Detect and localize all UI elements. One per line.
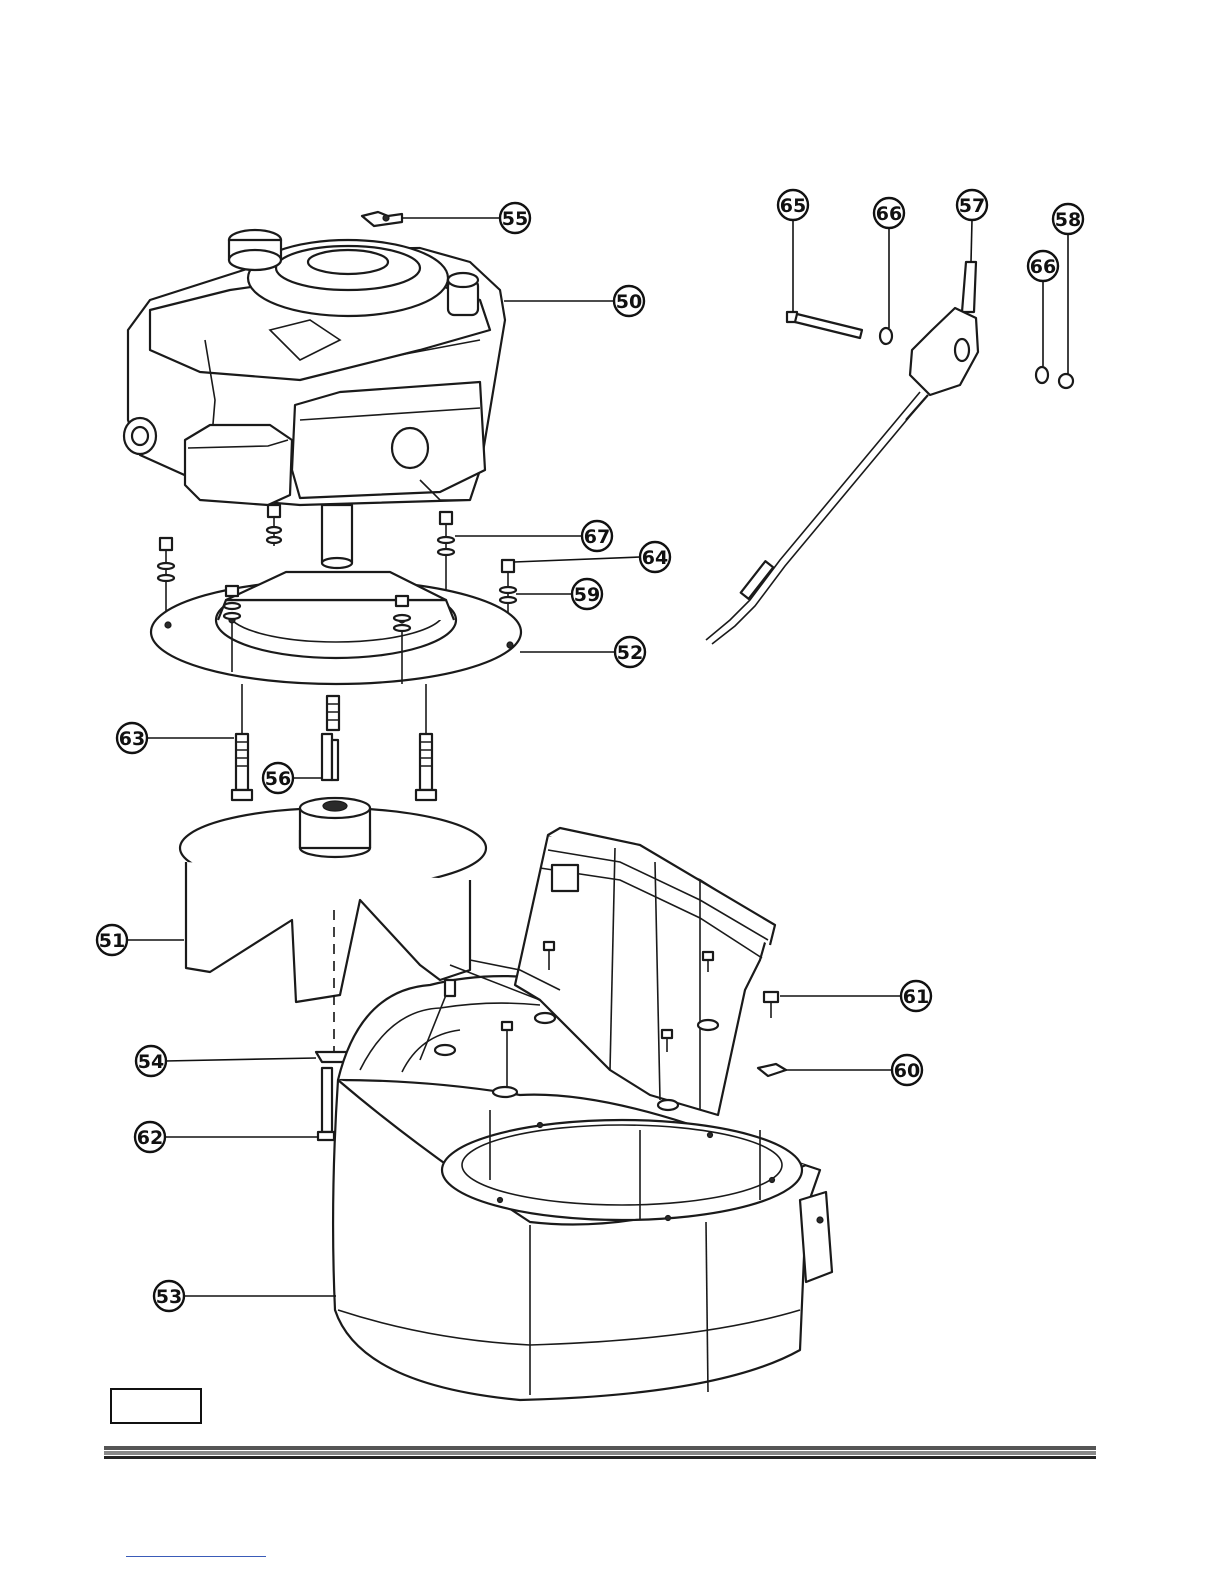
svg-text:66: 66: [1030, 256, 1056, 278]
svg-text:60: 60: [894, 1060, 920, 1082]
callout-67: 67: [582, 521, 612, 551]
callout-60: 60: [892, 1055, 922, 1085]
svg-text:51: 51: [99, 930, 125, 952]
svg-text:58: 58: [1055, 209, 1081, 231]
throttle-control: [706, 262, 978, 644]
svg-text:66: 66: [876, 203, 902, 225]
svg-text:59: 59: [574, 584, 600, 606]
footer-rule-line: [104, 1446, 1096, 1450]
shaft-key: [322, 734, 338, 780]
svg-text:50: 50: [616, 291, 642, 313]
svg-text:57: 57: [959, 195, 985, 217]
svg-text:53: 53: [156, 1286, 182, 1308]
svg-text:65: 65: [780, 195, 806, 217]
svg-text:54: 54: [138, 1051, 164, 1073]
callout-64: 64: [640, 542, 670, 572]
callout-57: 57: [957, 190, 987, 220]
impeller: [180, 798, 486, 1002]
svg-text:55: 55: [502, 208, 528, 230]
svg-text:61: 61: [903, 986, 929, 1008]
svg-text:63: 63: [119, 728, 145, 750]
callout-61: 61: [901, 981, 931, 1011]
callout-50: 50: [614, 286, 644, 316]
clip: [758, 1064, 786, 1076]
callout-53: 53: [154, 1281, 184, 1311]
callout-59: 59: [572, 579, 602, 609]
callout-63: 63: [117, 723, 147, 753]
throttle-rod: [787, 312, 862, 338]
callout-58: 58: [1053, 204, 1083, 234]
callout-66-top: 66: [874, 198, 904, 228]
spring: [362, 212, 402, 226]
callout-56: 56: [263, 763, 293, 793]
footer-rule-line: [104, 1456, 1096, 1459]
svg-text:64: 64: [642, 547, 668, 569]
loose-bolt: [764, 992, 778, 1018]
page-number-box: [110, 1388, 202, 1424]
footer-link-underline[interactable]: [126, 1556, 266, 1557]
svg-text:62: 62: [137, 1127, 163, 1149]
callout-55: 55: [500, 203, 530, 233]
mounting-plate: [151, 572, 521, 684]
footer-rule-line: [104, 1451, 1096, 1455]
svg-text:67: 67: [584, 526, 610, 548]
footer-rule: [104, 1446, 1096, 1460]
callout-54: 54: [136, 1046, 166, 1076]
callout-52: 52: [615, 637, 645, 667]
callout-66-side: 66: [1028, 251, 1058, 281]
callout-65: 65: [778, 190, 808, 220]
callout-51: 51: [97, 925, 127, 955]
svg-text:52: 52: [617, 642, 643, 664]
callout-62: 62: [135, 1122, 165, 1152]
svg-text:56: 56: [265, 768, 291, 790]
